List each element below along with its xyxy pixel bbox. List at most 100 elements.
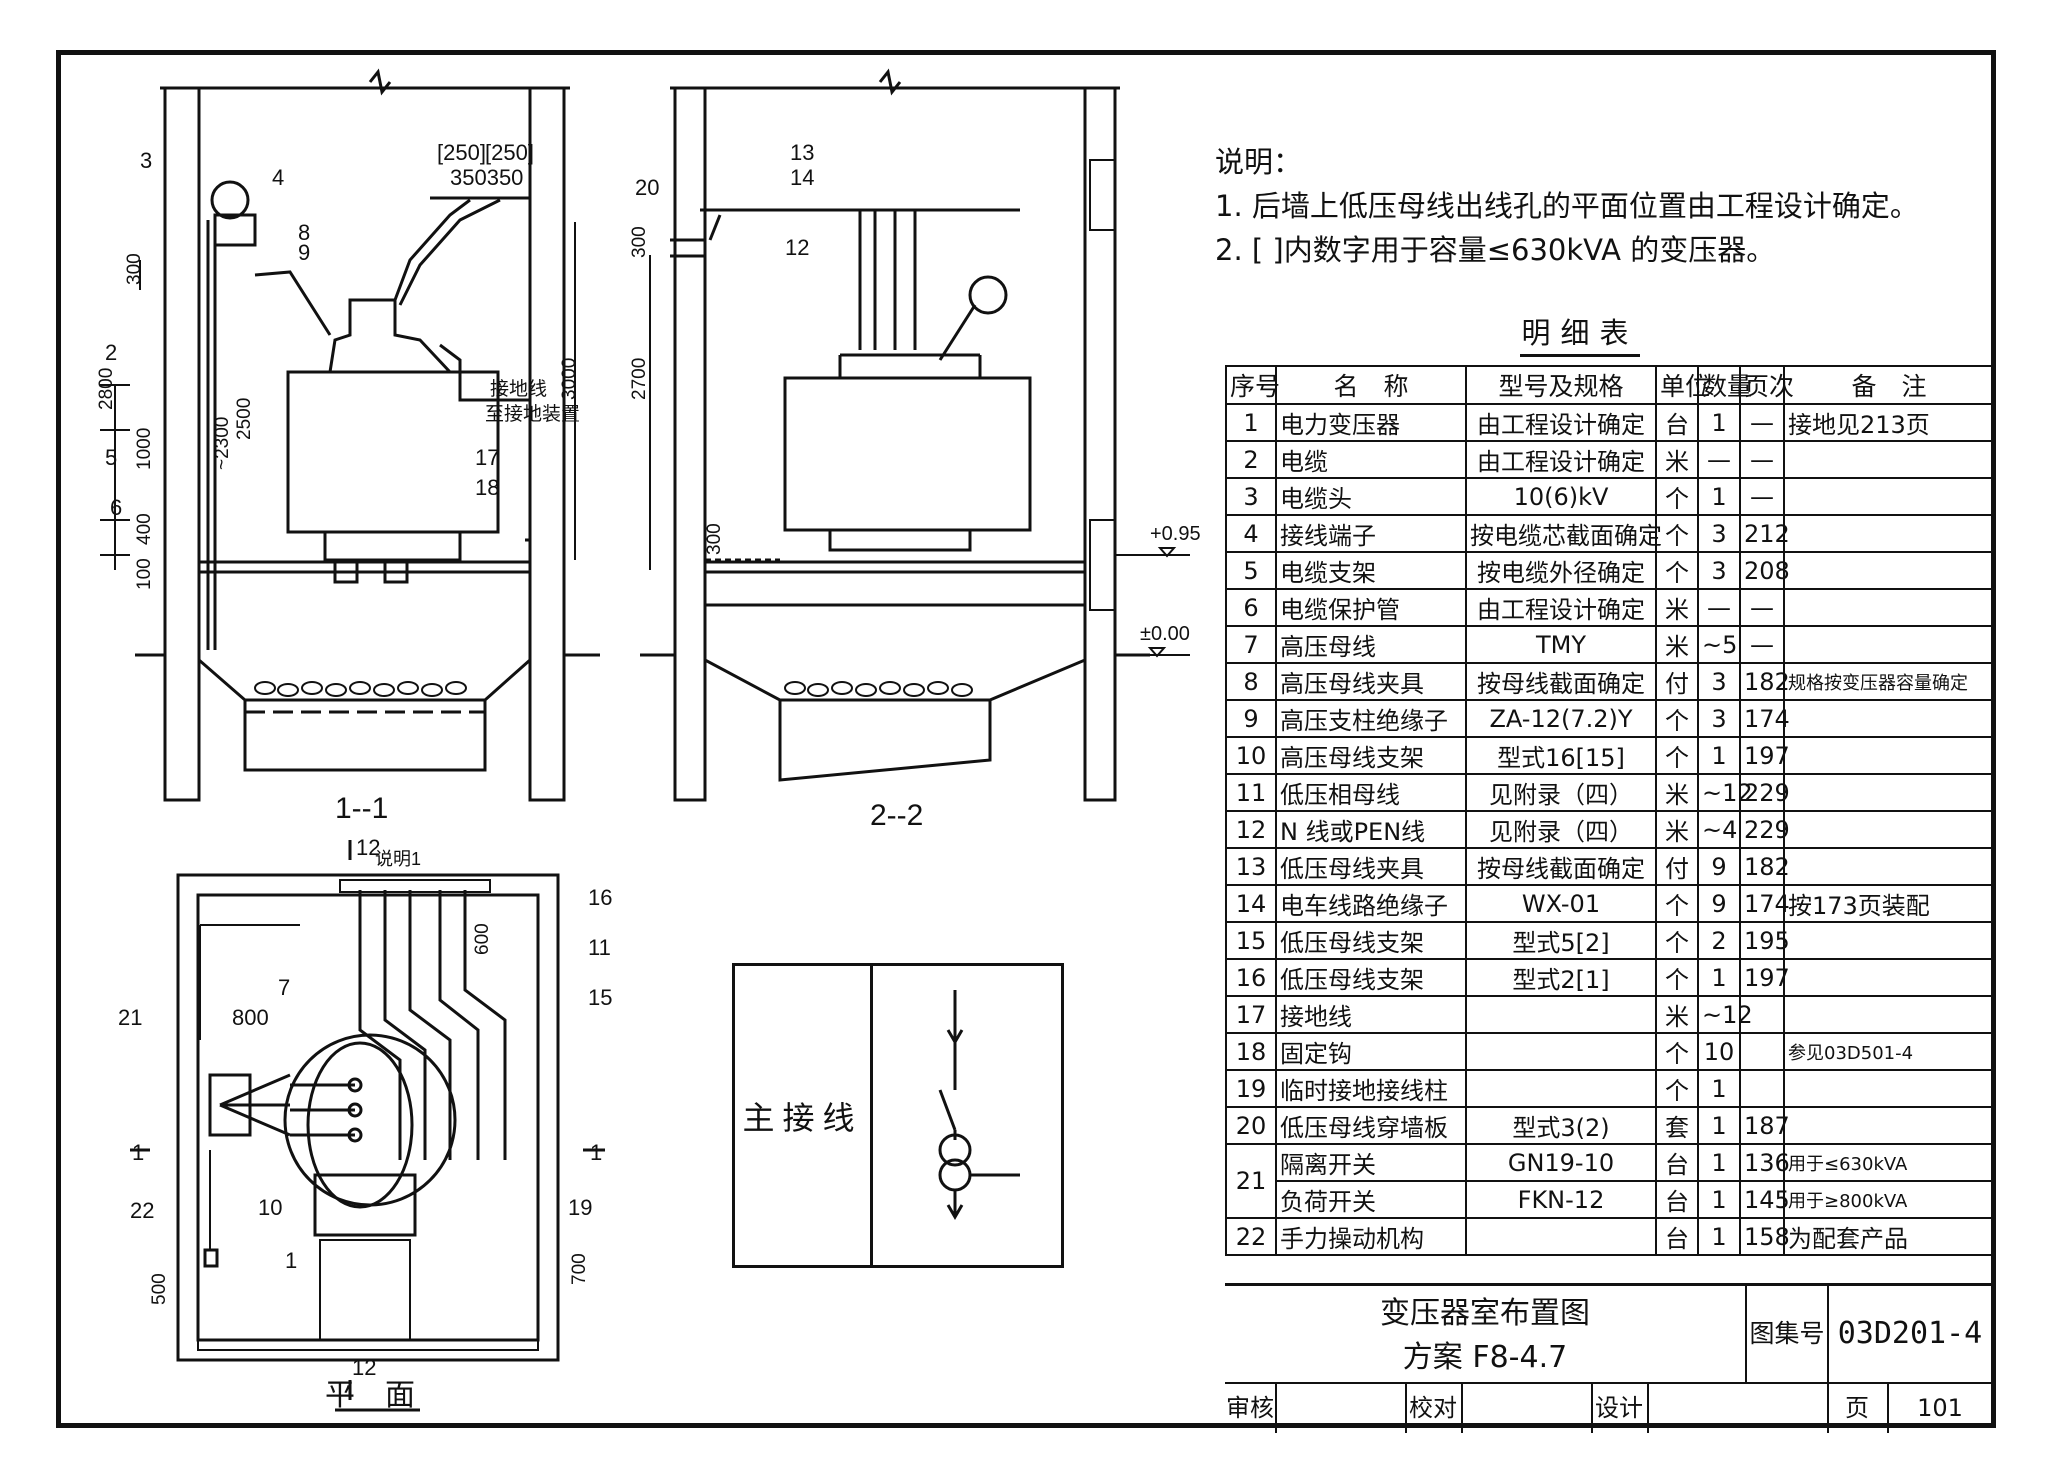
dim-300-c: 300 <box>704 523 725 555</box>
cell-spec <box>1465 1069 1657 1108</box>
cell-name: 电车线路绝缘子 <box>1275 884 1467 923</box>
cell-spec: 10(6)kV <box>1465 477 1657 516</box>
cell-name: 低压母线支架 <box>1275 921 1467 960</box>
cell-unit: 个 <box>1655 884 1699 923</box>
callout-9: 9 <box>298 240 310 265</box>
elevation-095: +0.95 <box>1150 523 1201 545</box>
cell-no: 11 <box>1225 773 1277 812</box>
header-qty: 数量 <box>1697 365 1752 405</box>
dim-350: 350350 <box>450 165 523 190</box>
cell-spec: 见附录（四） <box>1465 773 1657 812</box>
cell-name: 高压母线夹具 <box>1275 662 1467 701</box>
section-marker-1-a: 1 <box>132 1140 144 1165</box>
cell-page: 187 <box>1739 1106 1790 1145</box>
cell-name: 负荷开关 <box>1275 1180 1467 1219</box>
cell-remark <box>1783 477 1995 516</box>
callout-11: 11 <box>588 935 611 960</box>
cell-unit: 个 <box>1655 921 1699 960</box>
callout-6: 6 <box>110 495 122 520</box>
cell-spec: 型式5[2] <box>1465 921 1657 960</box>
cell-page: 229 <box>1739 773 1790 812</box>
cell-qty: — <box>1697 588 1741 627</box>
dim-250-b: [250] <box>485 140 534 165</box>
callout-20: 20 <box>635 175 659 200</box>
cell-no: 21 <box>1225 1143 1277 1219</box>
cell-spec <box>1465 1032 1657 1071</box>
dim-600: 600 <box>472 923 493 955</box>
cell-name: N 线或PEN线 <box>1275 810 1467 849</box>
dim-700: 700 <box>569 1253 590 1285</box>
cell-no: 4 <box>1225 514 1277 553</box>
cell-qty: 9 <box>1697 884 1741 923</box>
cell-unit: 个 <box>1655 1069 1699 1108</box>
callout-12-b: 12 <box>356 835 380 860</box>
section-1-1-caption: 1--1 <box>335 792 388 825</box>
dim-2700: 2700 <box>629 358 650 400</box>
cell-no: 14 <box>1225 884 1277 923</box>
cell-no: 7 <box>1225 625 1277 664</box>
callout-12-a: 12 <box>785 235 809 260</box>
callout-16: 16 <box>588 885 612 910</box>
cell-remark <box>1783 1106 1995 1145</box>
drawing-scheme: 方案 F8-4.7 <box>1402 1340 1568 1375</box>
cell-page: — <box>1739 625 1785 664</box>
callout-3: 3 <box>140 148 152 173</box>
main-wiring-label: 主接线 <box>735 966 873 1265</box>
cell-remark <box>1783 995 1995 1034</box>
cell-qty: 1 <box>1697 403 1741 442</box>
cell-no: 18 <box>1225 1032 1277 1071</box>
cell-spec: ZA-12(7.2)Y <box>1465 699 1657 738</box>
cell-name: 高压母线 <box>1275 625 1467 664</box>
header-unit: 单位 <box>1655 365 1710 405</box>
cell-unit: 米 <box>1655 625 1699 664</box>
header-remark: 备 注 <box>1783 365 1995 405</box>
note-1: 1. 后墙上低压母线出线孔的平面位置由工程设计确定。 <box>1215 189 1919 223</box>
header-spec: 型号及规格 <box>1465 365 1657 405</box>
cell-page: 158 <box>1739 1217 1790 1256</box>
cell-no: 19 <box>1225 1069 1277 1108</box>
design-label: 设计 <box>1591 1384 1649 1433</box>
cell-spec: 按母线截面确定 <box>1465 662 1657 701</box>
drawing-title: 变压器室布置图 <box>1380 1296 1590 1331</box>
header-page: 页次 <box>1739 365 1794 405</box>
title-block: 变压器室布置图 方案 F8-4.7 图集号 03D201-4 审核 校对 设计 … <box>1225 1283 1993 1433</box>
cell-no: 2 <box>1225 440 1277 479</box>
callout-19: 19 <box>568 1195 592 1220</box>
cell-unit: 个 <box>1655 958 1699 997</box>
cell-qty: 1 <box>1697 736 1741 775</box>
cell-remark <box>1783 736 1995 775</box>
cell-remark: 参见03D501-4 <box>1783 1032 1995 1071</box>
cell-remark <box>1783 810 1995 849</box>
table-header-row: 序号 名 称 型号及规格 单位 数量 页次 备 注 <box>1225 365 1995 405</box>
note-ref: 说明1 <box>375 849 421 869</box>
cell-no: 20 <box>1225 1106 1277 1145</box>
callout-8: 8 <box>298 220 310 245</box>
title-block-title-cell: 变压器室布置图 方案 F8-4.7 <box>1225 1286 1747 1382</box>
cell-page: 174 <box>1739 884 1790 923</box>
cell-qty: 1 <box>1697 1143 1741 1182</box>
cell-no: 12 <box>1225 810 1277 849</box>
cell-qty: — <box>1697 440 1741 479</box>
cell-page: — <box>1739 440 1785 479</box>
callout-7: 7 <box>278 975 290 1000</box>
cell-spec: GN19-10 <box>1465 1143 1657 1182</box>
design-signature <box>1647 1384 1829 1433</box>
cell-spec: 型式16[15] <box>1465 736 1657 775</box>
callout-12-c: 12 <box>352 1355 376 1380</box>
cell-remark <box>1783 440 1995 479</box>
cell-qty: 1 <box>1697 1180 1741 1219</box>
cell-name: 低压母线支架 <box>1275 958 1467 997</box>
cell-name: 接线端子 <box>1275 514 1467 553</box>
cell-unit: 付 <box>1655 662 1699 701</box>
